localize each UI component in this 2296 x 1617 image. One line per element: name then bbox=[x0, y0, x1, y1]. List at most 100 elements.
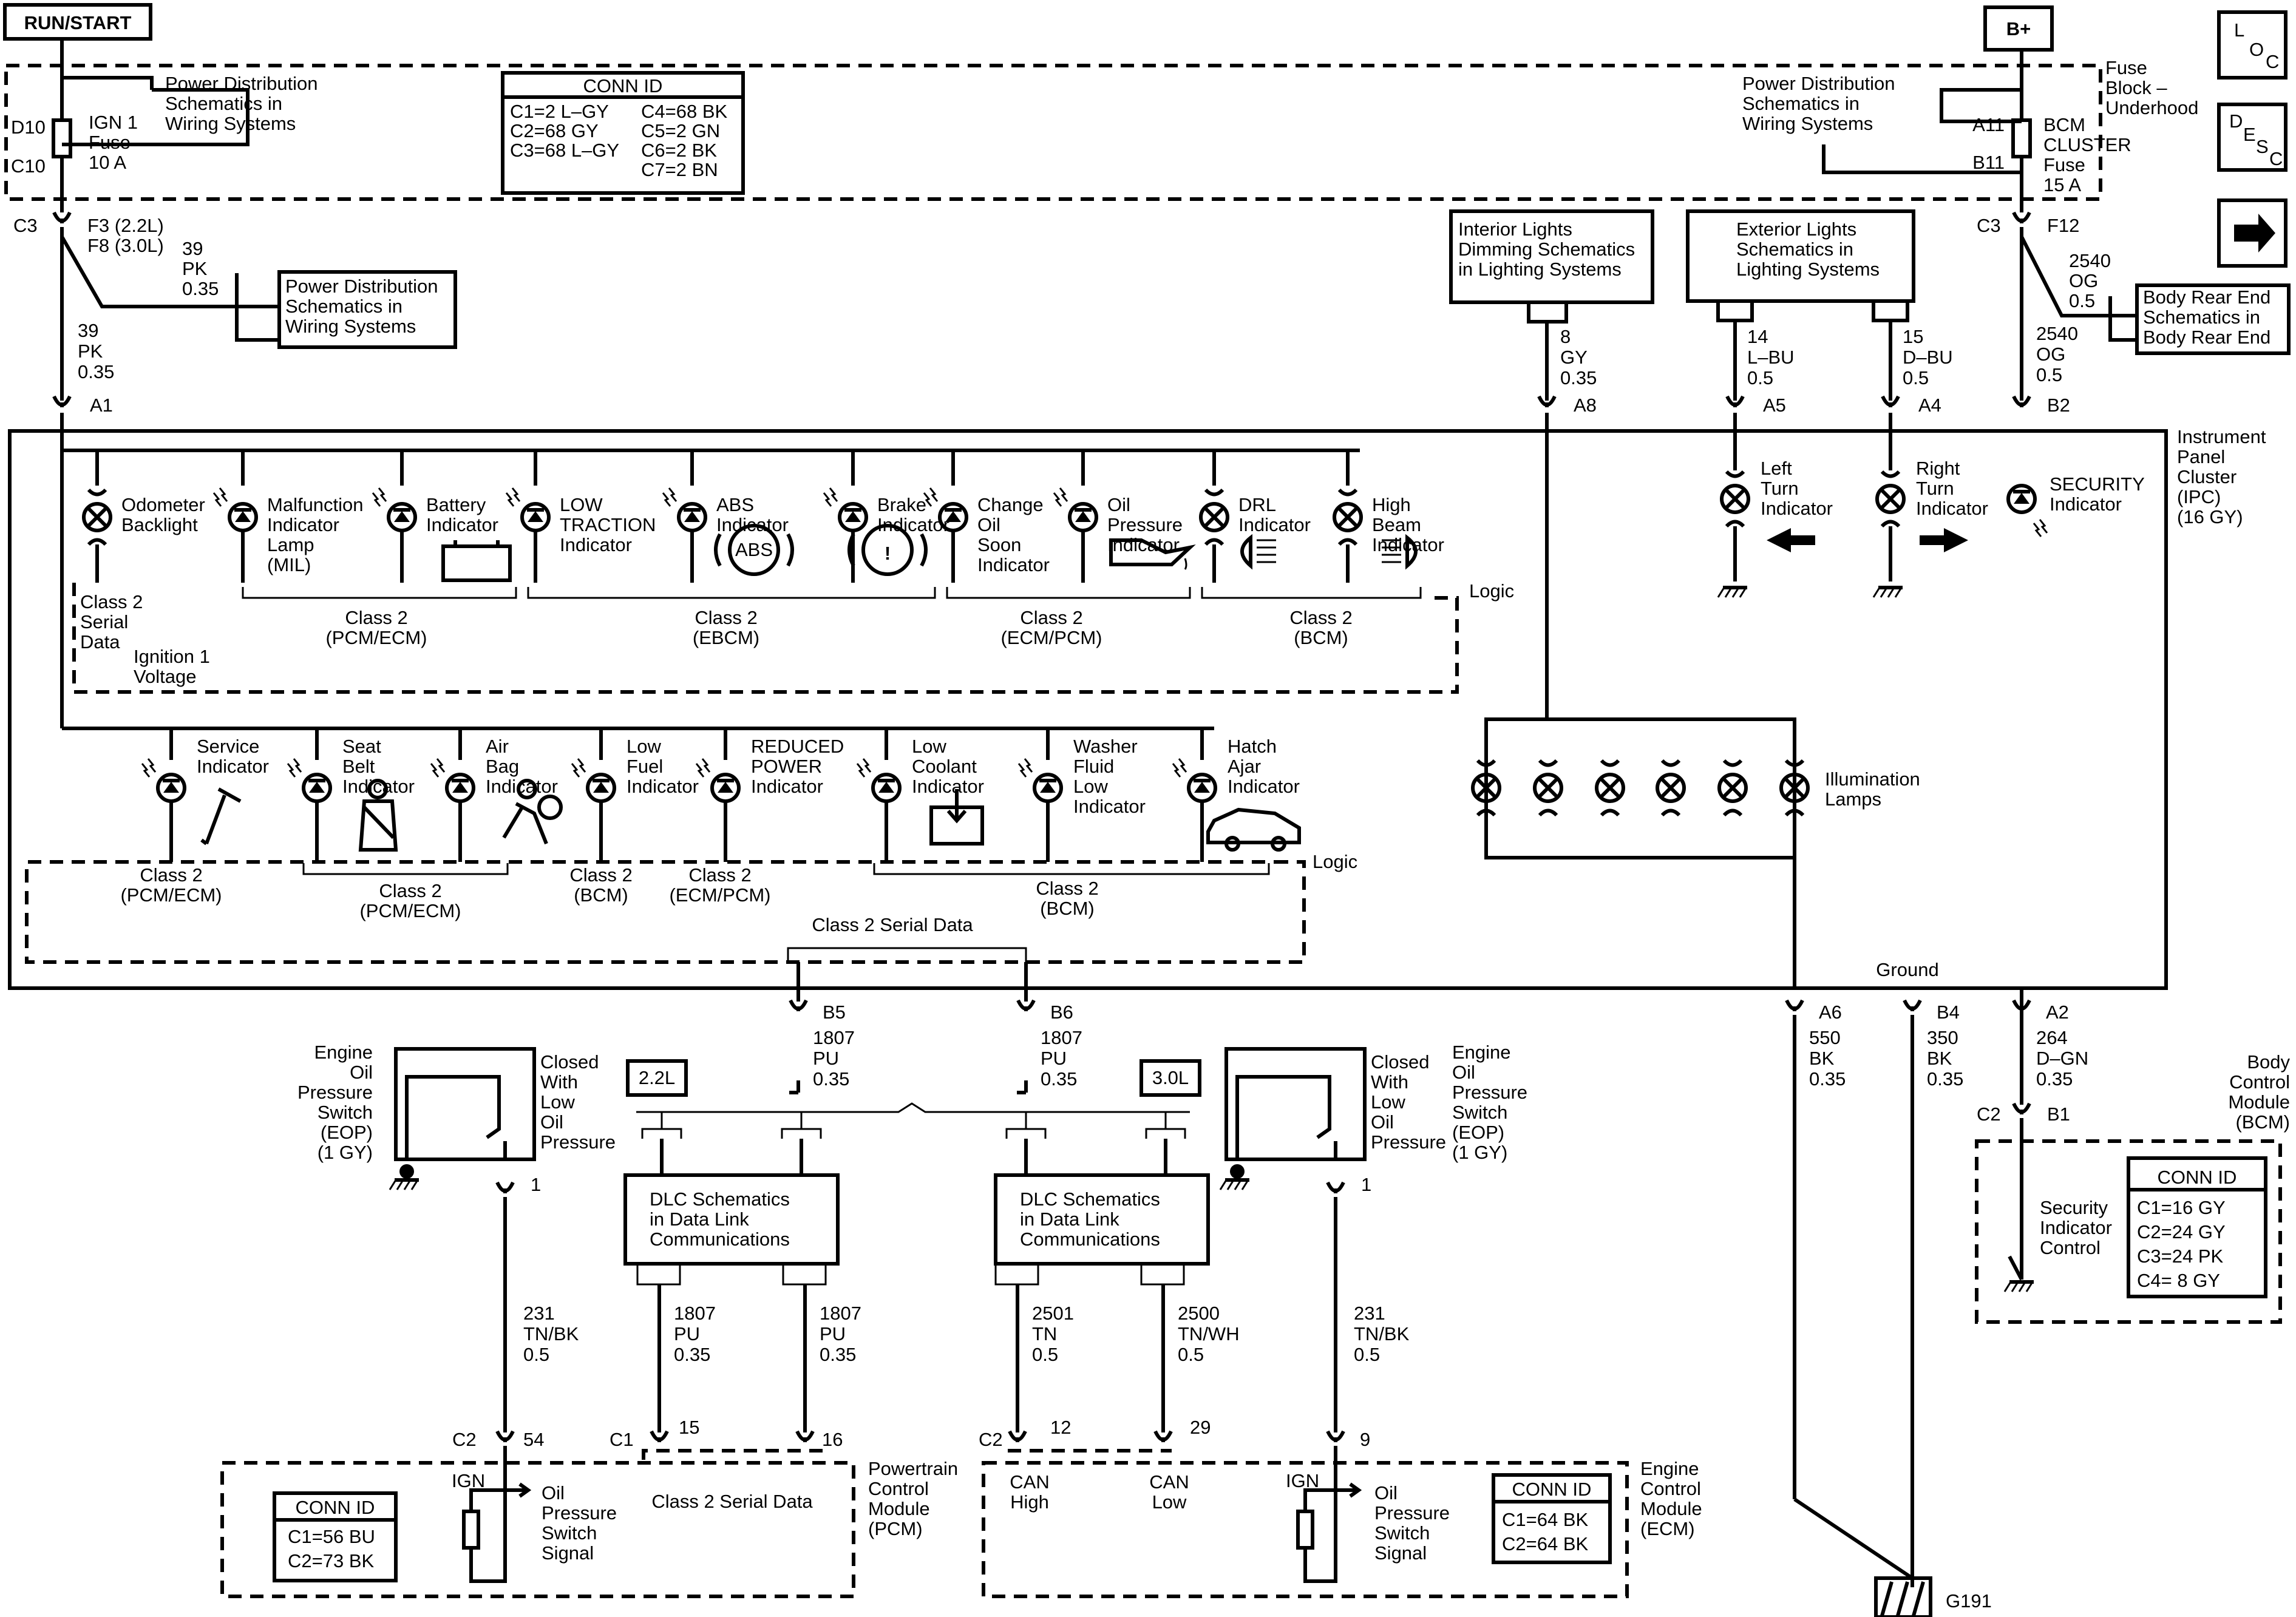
ground-hatch bbox=[1234, 1179, 1242, 1190]
light-rays-icon bbox=[141, 758, 157, 778]
next-box bbox=[2217, 198, 2288, 268]
bulb-x bbox=[1722, 777, 1744, 799]
label-line: Security bbox=[2040, 1197, 2108, 1218]
conn-id-title: CONN ID bbox=[2158, 1167, 2237, 1188]
class2-group: Class 2(ECM/PCM) bbox=[669, 864, 770, 906]
ground-hatch bbox=[2011, 1281, 2019, 1292]
wire-path bbox=[62, 76, 154, 90]
right-arrow-icon bbox=[1920, 528, 1968, 552]
label-line: C2=64 BK bbox=[1502, 1533, 1589, 1554]
ground-hatch bbox=[396, 1179, 404, 1190]
high-beam-icon bbox=[1382, 534, 1418, 570]
switch-contact bbox=[405, 1075, 501, 1159]
label-line: Engine bbox=[314, 1042, 373, 1063]
led-triangle bbox=[452, 782, 468, 793]
label-line: 0.5 bbox=[2036, 364, 2062, 385]
ray bbox=[856, 763, 866, 778]
ground-hatch bbox=[1717, 587, 1725, 598]
ray bbox=[1178, 758, 1187, 773]
label-line: TN/BK bbox=[1354, 1323, 1410, 1344]
label-line: Switch bbox=[1374, 1522, 1430, 1544]
label-line: Signal bbox=[542, 1542, 594, 1564]
label-line: Indicator bbox=[197, 756, 269, 777]
ray bbox=[571, 763, 580, 778]
label-line: Schematics in bbox=[1742, 93, 1860, 114]
ref-bracket bbox=[1872, 301, 1909, 322]
terminal-label: C10 bbox=[11, 155, 46, 177]
label-line: 1807 bbox=[1041, 1027, 1082, 1048]
pullup-resistor bbox=[462, 1510, 480, 1550]
label-line: TN bbox=[1032, 1323, 1057, 1344]
class2-group: Class 2(PCM/ECM) bbox=[120, 864, 222, 906]
led-icon bbox=[662, 487, 707, 532]
group-bracket bbox=[242, 587, 517, 599]
pin-label: 15 bbox=[679, 1417, 699, 1438]
eop-box bbox=[1224, 1047, 1367, 1161]
label-line: 231 bbox=[1354, 1303, 1385, 1324]
ground-hatch bbox=[1894, 587, 1903, 598]
desc-letter: E bbox=[2243, 124, 2256, 145]
led-triangle bbox=[235, 511, 251, 522]
connector-terminal bbox=[1881, 395, 1900, 407]
ground-icon bbox=[389, 1178, 419, 1190]
label-line: Wiring Systems bbox=[1742, 113, 1873, 134]
label-line: (1 GY) bbox=[318, 1142, 373, 1163]
connector-terminal bbox=[1725, 395, 1745, 407]
pin-labels: F3 (2.2L)F8 (3.0L) bbox=[87, 215, 164, 256]
label-line: Oil bbox=[542, 1482, 565, 1503]
label-line: PK bbox=[182, 258, 208, 279]
label-line: Fuse bbox=[2105, 57, 2147, 78]
desc-letter: C bbox=[2269, 148, 2283, 169]
tag-label: 2.2L bbox=[639, 1067, 675, 1088]
next-button[interactable] bbox=[2217, 198, 2288, 268]
label-line: Pressure bbox=[297, 1082, 373, 1103]
wire-path bbox=[60, 236, 237, 308]
label-line: C1=64 BK bbox=[1502, 1509, 1589, 1530]
label-line: REDUCED bbox=[751, 736, 844, 757]
logic-outline bbox=[72, 583, 1459, 694]
label-line: Hatch bbox=[1228, 736, 1277, 757]
loc-button[interactable]: LOC bbox=[2217, 10, 2288, 80]
label-line: Voltage bbox=[134, 666, 196, 687]
seat-body bbox=[358, 799, 398, 852]
socket-bottom bbox=[1660, 808, 1681, 817]
label-line: TRACTION bbox=[560, 514, 656, 535]
label-line: SECURITY bbox=[2050, 473, 2145, 495]
led-triangle bbox=[845, 511, 861, 522]
drl-lamp bbox=[1240, 534, 1252, 570]
light-rays-icon bbox=[823, 487, 838, 507]
label-line: Engine bbox=[1452, 1042, 1511, 1063]
ign-label: IGN bbox=[1286, 1470, 1319, 1491]
ground-icon bbox=[1219, 1178, 1249, 1190]
label-line: in Lighting Systems bbox=[1458, 259, 1622, 280]
oil-can-icon bbox=[1109, 538, 1196, 570]
bulb-x bbox=[1784, 777, 1805, 799]
bulb-x bbox=[1537, 777, 1559, 799]
class2-group: Class 2(PCM/ECM) bbox=[359, 880, 461, 921]
led-triangle bbox=[718, 782, 733, 793]
dlc-pin bbox=[782, 1264, 827, 1286]
bcm-outline bbox=[1975, 1139, 2282, 1324]
label-line: Closed bbox=[1371, 1051, 1430, 1073]
label-line: Schematics in bbox=[2143, 307, 2260, 328]
socket-top bbox=[1204, 488, 1224, 497]
logic-label: Logic bbox=[1469, 580, 1514, 602]
bulb-x bbox=[1599, 777, 1621, 799]
bulb-icon bbox=[1199, 502, 1229, 532]
connector-terminal bbox=[495, 1181, 515, 1193]
